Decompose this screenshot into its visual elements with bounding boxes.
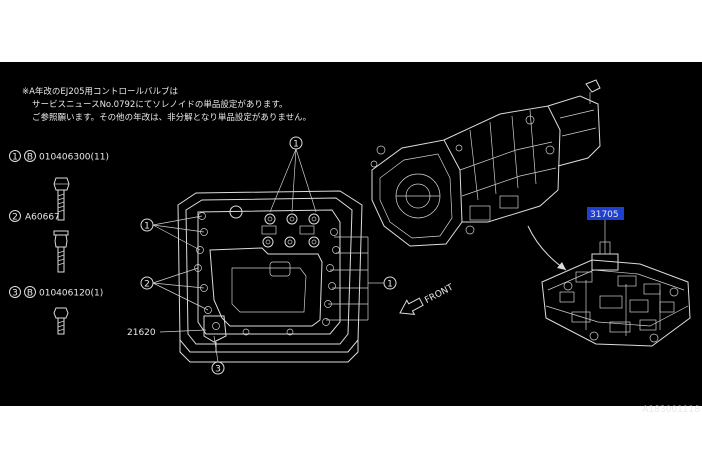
drawing-id: A183001118 xyxy=(642,405,700,415)
part-code: 010406120(1) xyxy=(39,289,103,299)
svg-text:31705: 31705 xyxy=(590,210,619,220)
callout-1-right: 1 xyxy=(326,236,397,321)
valve-body-drawing xyxy=(177,190,363,363)
svg-text:1: 1 xyxy=(144,222,150,232)
index-circle xyxy=(9,150,21,162)
front-arrow-icon xyxy=(399,297,424,316)
callout-2-left: 2 xyxy=(140,267,209,311)
part-mark: B xyxy=(27,153,33,163)
svg-text:1: 1 xyxy=(293,140,299,150)
part-label-21620[interactable]: 21620 xyxy=(127,328,207,338)
callout-3-bottom: 3 xyxy=(211,335,225,375)
arrow-head-icon xyxy=(557,262,566,270)
part-index: 1 xyxy=(12,153,18,163)
bolt-2-icon xyxy=(53,230,69,273)
callout-1-top: 1 xyxy=(269,136,317,213)
part-code: A60667 xyxy=(25,213,60,223)
part-label-31705[interactable]: 31705 xyxy=(587,207,624,254)
highlight-box xyxy=(587,207,624,220)
svg-text:2: 2 xyxy=(144,280,150,290)
part-row-2[interactable]: 2 A60667 xyxy=(9,210,60,223)
note-line-3: ご参照願います。その他の年改は、非分解となり単品設定がありません。 xyxy=(32,112,311,123)
part-row-1[interactable]: 1 B 010406300(11) xyxy=(9,150,110,163)
note-line-1: ※A年改のEJ205用コントロールバルブは xyxy=(22,86,179,97)
bolt-3-icon xyxy=(53,307,69,335)
svg-text:3: 3 xyxy=(215,365,221,375)
part-index: 3 xyxy=(12,289,18,299)
part-code: 010406300(11) xyxy=(39,153,109,163)
index-circle xyxy=(9,210,21,222)
svg-text:21620: 21620 xyxy=(127,328,156,338)
part-row-3[interactable]: 3 B 010406120(1) xyxy=(9,286,104,299)
index-circle xyxy=(9,286,21,298)
svg-text:1: 1 xyxy=(387,280,393,290)
mark-circle xyxy=(24,286,36,298)
transmission-drawing xyxy=(370,79,601,247)
part-mark: B xyxy=(27,289,33,299)
part-index: 2 xyxy=(12,213,18,223)
note-line-2: サービスニュースNo.0792にてソレノイドの単品設定があります。 xyxy=(32,99,287,110)
callout-1-left: 1 xyxy=(140,215,205,251)
mark-circle xyxy=(24,150,36,162)
bolt-1-icon xyxy=(53,177,70,221)
